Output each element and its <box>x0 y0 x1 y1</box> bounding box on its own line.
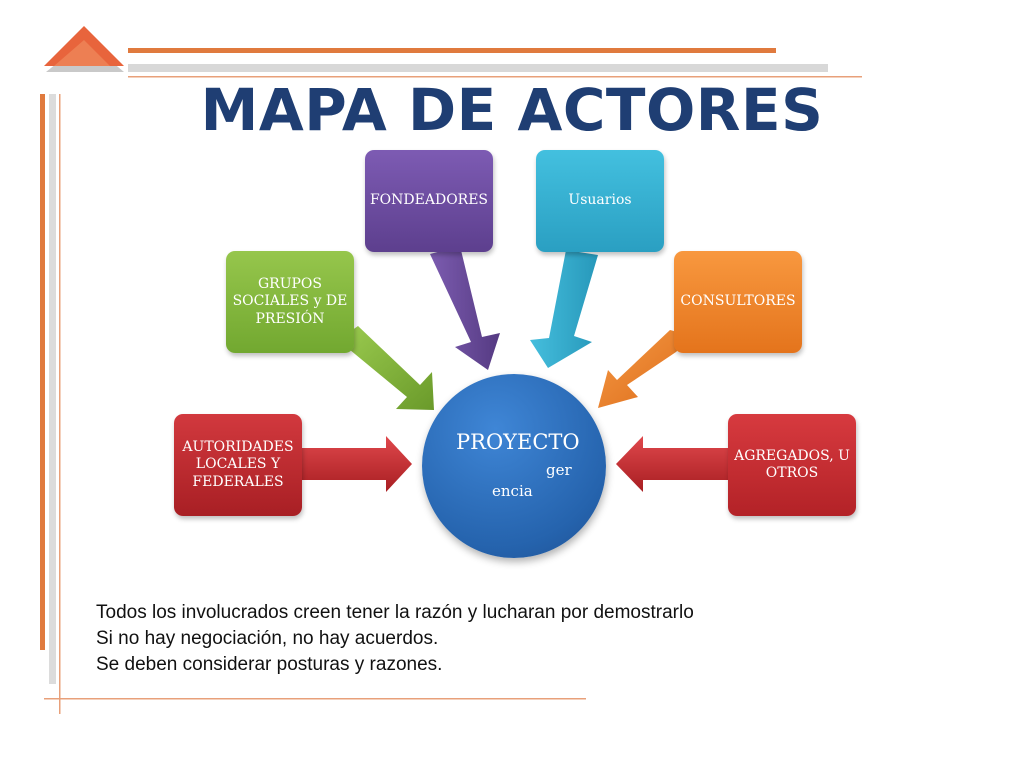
bottom-line-thin <box>44 698 586 700</box>
actor-label: Usuarios <box>568 192 632 209</box>
actor-box-consultores: CONSULTORES <box>674 251 802 353</box>
center-node-proyecto: PROYECTO ger encia <box>422 374 606 558</box>
actor-box-grupos: GRUPOS SOCIALES y DE PRESIÓN <box>226 251 354 353</box>
corner-triangle-shade <box>54 40 110 66</box>
arrow-usuarios <box>530 250 598 368</box>
center-label-sub2: encia <box>492 482 533 500</box>
arrow-consultores <box>598 330 692 408</box>
actor-box-usuarios: Usuarios <box>536 150 664 252</box>
center-label-main: PROYECTO <box>456 430 580 454</box>
note-line: Se deben considerar posturas y razones. <box>96 654 443 675</box>
page-title: MAPA DE ACTORES <box>200 76 824 144</box>
top-line-thin <box>128 76 862 78</box>
actor-label: FONDEADORES <box>369 192 489 209</box>
note-line: Todos los involucrados creen tener la ra… <box>96 602 694 623</box>
arrow-autoridades <box>300 436 412 492</box>
note-line: Si no hay negociación, no hay acuerdos. <box>96 628 439 649</box>
actor-label: CONSULTORES <box>680 293 796 310</box>
arrow-agregados <box>616 436 728 492</box>
arrow-fondeadores <box>430 246 500 370</box>
actor-label: AUTORIDADES LOCALES Y FEDERALES <box>182 438 294 490</box>
arrow-grupos <box>338 326 434 410</box>
actor-box-autoridades: AUTORIDADES LOCALES Y FEDERALES <box>174 414 302 516</box>
center-label-sub1: ger <box>546 461 572 479</box>
top-bar-orange <box>128 48 776 53</box>
left-line-thin <box>59 94 61 714</box>
top-bar-grey <box>128 64 828 72</box>
actor-box-agregados: AGREGADOS, U OTROS <box>728 414 856 516</box>
left-bar-orange <box>40 94 45 650</box>
actor-label: GRUPOS SOCIALES y DE PRESIÓN <box>232 275 348 327</box>
left-bar-grey <box>49 94 56 684</box>
notes-block: Todos los involucrados creen tener la ra… <box>96 600 694 678</box>
actor-box-fondeadores: FONDEADORES <box>365 150 493 252</box>
actor-label: AGREGADOS, U OTROS <box>734 447 850 482</box>
